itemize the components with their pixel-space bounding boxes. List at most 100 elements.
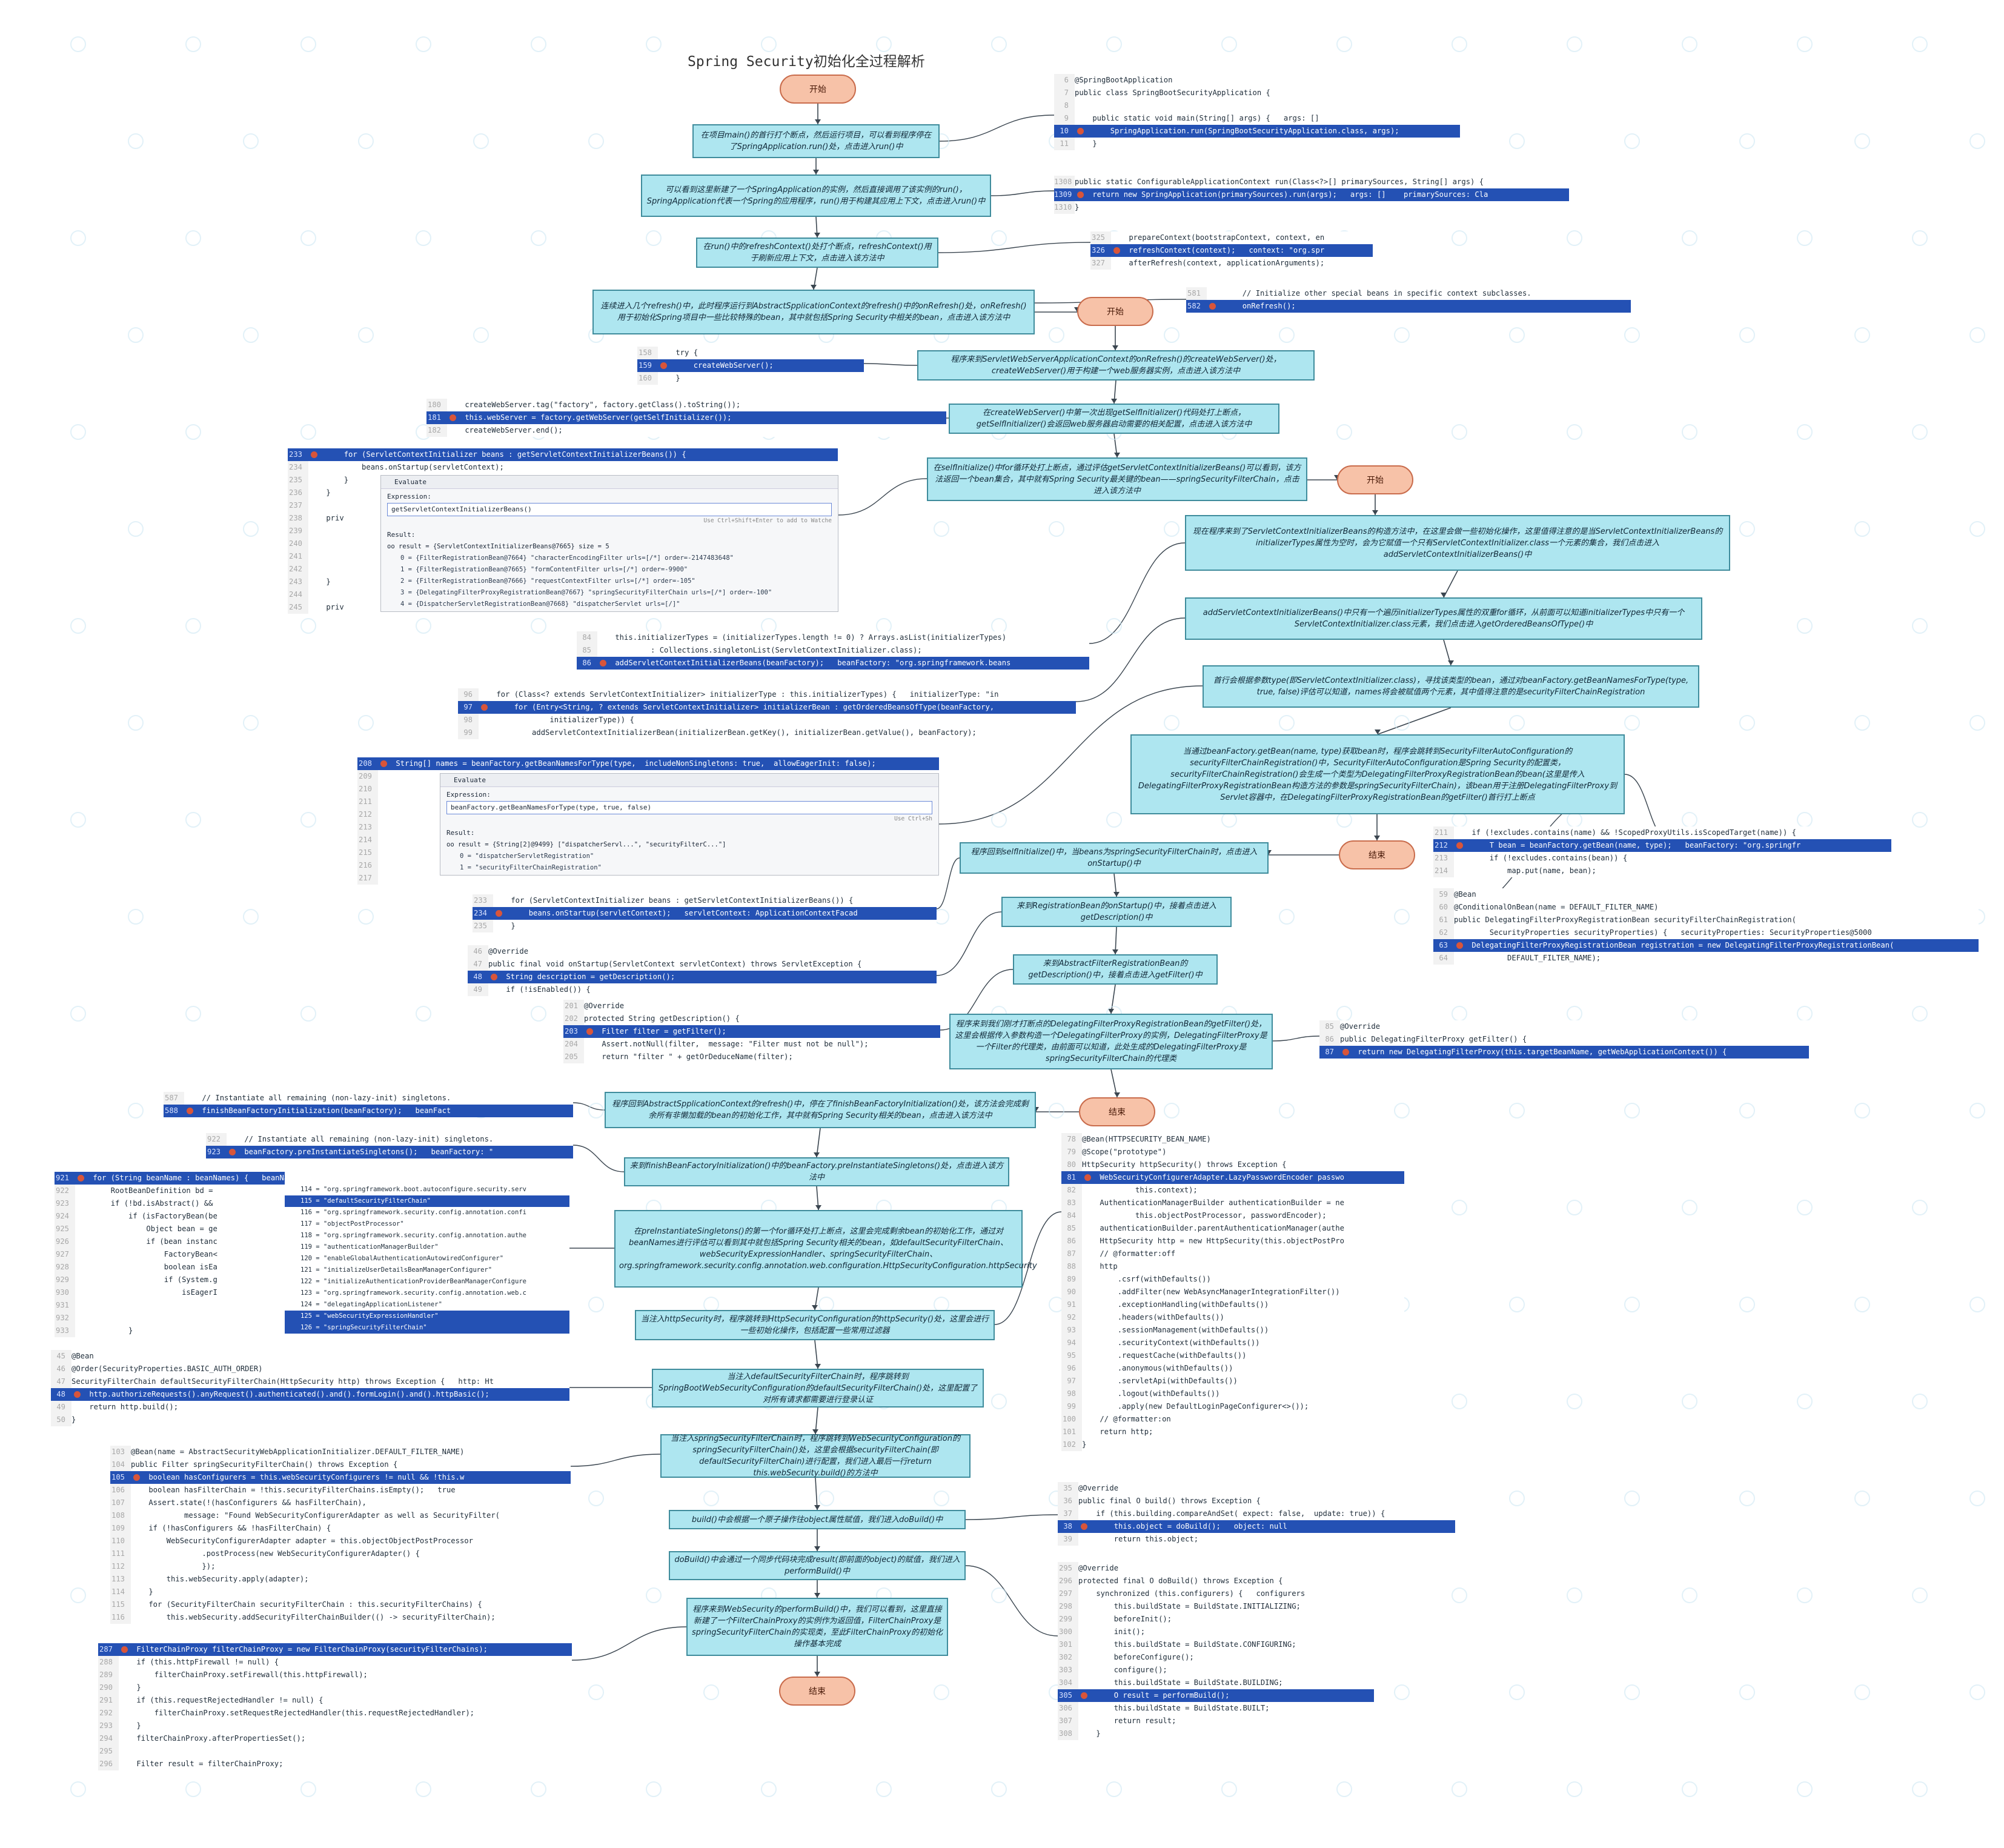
expression-label: Expression: <box>387 493 431 500</box>
expression-input[interactable]: beanFactory.getBeanNamesForType(type, tr… <box>446 801 932 814</box>
connector-line <box>815 1477 818 1511</box>
line-number: 99 <box>1061 1400 1082 1413</box>
expression-input[interactable]: getServletContextInitializerBeans() <box>387 503 832 516</box>
highlighted-code-line: 38 this.object = doBuild(); object: null <box>1058 1520 1455 1533</box>
flow-step-text: 来到AbstractFilterRegistrationBean的getDesc… <box>1028 959 1203 980</box>
code-text: beforeConfigure(); <box>1078 1653 1194 1661</box>
code-text: Filter result = filterChainProxy; <box>119 1760 284 1768</box>
code-line: 205 return "filter " + getOrDeduceName(f… <box>563 1051 940 1063</box>
line-number: 82 <box>1061 1184 1082 1197</box>
code-line: 581 // Initialize other special beans in… <box>1186 287 1631 300</box>
watermark-icon <box>1163 715 1180 731</box>
result-item[interactable]: 4 = {DispatcherServletRegistrationBean@7… <box>400 600 680 608</box>
watermark-icon <box>1739 1491 1755 1506</box>
code-line: 116 this.webSecurity.addSecurityFilterCh… <box>110 1611 571 1624</box>
line-number: 84 <box>1061 1209 1082 1222</box>
watermark-icon <box>1854 327 1870 343</box>
highlighted-code-line: 105 boolean hasConfigurers = this.webSec… <box>110 1471 571 1484</box>
line-number: 296 <box>1058 1575 1078 1587</box>
callout-connector <box>994 1211 1062 1325</box>
watermark-icon <box>1796 1394 1813 1409</box>
hint-text: Use Ctrl+Shift+Enter to add to Watche <box>703 517 832 524</box>
result-item[interactable]: 2 = {FilterRegistrationBean@7666} "reque… <box>400 577 695 585</box>
code-text: if (this.requestRejectedHandler != null)… <box>119 1696 323 1704</box>
code-line: 37 if (this.building.compareAndSet( expe… <box>1058 1507 1455 1520</box>
code-snippet-ordered-beans: 96 for (Class<? extends ServletContextIn… <box>458 688 1076 739</box>
code-text: if (this.httpFirewall != null) { <box>119 1658 279 1666</box>
watermark-icon <box>185 424 201 440</box>
watermark-icon <box>300 812 316 828</box>
code-snippet-get-web-server: 180 createWebServer.tag("factory", facto… <box>426 399 946 437</box>
watermark-icon <box>300 618 316 634</box>
watermark-icon <box>185 618 201 634</box>
result-item[interactable]: 0 = {FilterRegistrationBean@7664} "chara… <box>400 554 734 562</box>
callout-connector <box>939 115 1055 142</box>
code-text: this.buildState = BuildState.BUILDING; <box>1078 1678 1283 1687</box>
code-text: .exceptionHandling(withDefaults()) <box>1082 1300 1269 1309</box>
code-line: 303 configure(); <box>1058 1664 1374 1677</box>
code-text: map.put(name, bean); <box>1454 866 1596 875</box>
result-root[interactable]: oo result = {ServletContextInitializerBe… <box>387 543 609 550</box>
code-text: // Instantiate all remaining (non-lazy-i… <box>184 1094 451 1102</box>
breakpoint-icon <box>1081 1692 1087 1699</box>
result-item[interactable]: 1 = {FilterRegistrationBean@7665} "formC… <box>400 566 688 573</box>
code-text: String description = getDescription(); <box>488 972 675 981</box>
code-line: 8 <box>1054 99 1460 112</box>
code-text: RootBeanDefinition bd = <box>75 1186 213 1195</box>
watermark-icon <box>1624 715 1640 731</box>
code-snippet-on-startup-loop: 233 for (ServletContextInitializer beans… <box>473 894 937 932</box>
breakpoint-icon <box>1456 942 1463 949</box>
watermark-icon <box>1854 521 1870 537</box>
line-number: 48 <box>468 971 488 983</box>
watermark-icon <box>1739 521 1755 537</box>
watermark-icon <box>1624 1684 1640 1700</box>
watermark-icon <box>127 715 144 731</box>
line-number: 587 <box>164 1092 184 1105</box>
flow-step-box: 程序来到WebSecurity的performBuild()中，我们可以看到，这… <box>686 1598 948 1656</box>
breakpoint-icon <box>1342 1049 1349 1055</box>
watermark-icon <box>1393 327 1410 343</box>
arrow-head <box>813 170 819 174</box>
expression-label: Expression: <box>446 791 491 799</box>
code-line: 1310} <box>1054 201 1569 214</box>
line-number: 85 <box>577 644 597 657</box>
breakpoint-icon <box>496 910 502 917</box>
code-text: @Order(SecurityProperties.BASIC_AUTH_ORD… <box>71 1364 263 1373</box>
line-number: 86 <box>577 657 597 670</box>
watermark-icon <box>1566 1781 1582 1797</box>
code-line: 86 HttpSecurity http = new HttpSecurity(… <box>1061 1235 1404 1248</box>
code-line: 298 this.buildState = BuildState.INITIAL… <box>1058 1600 1374 1613</box>
line-number: 208 <box>357 757 378 770</box>
result-item[interactable]: 0 = "dispatcherServletRegistration" <box>460 853 594 860</box>
code-text: } <box>1078 1729 1101 1738</box>
code-text: } <box>1075 139 1097 148</box>
code-text: HttpSecurity http = new HttpSecurity(thi… <box>1082 1237 1344 1245</box>
code-text: } <box>308 476 349 484</box>
watermark-icon <box>185 230 201 246</box>
code-line: 295 <box>98 1745 572 1758</box>
start-terminal: 开始 <box>780 75 856 104</box>
result-item[interactable]: 1 = "securityFilterChainRegistration" <box>460 864 602 871</box>
code-line: 96 .anonymous(withDefaults()) <box>1061 1362 1404 1375</box>
breakpoint-icon <box>133 1474 140 1481</box>
code-line: 98 .logout(withDefaults()) <box>1061 1388 1404 1400</box>
breakpoint-icon <box>229 1149 236 1155</box>
code-line: 209 <box>357 770 939 783</box>
code-text: if (!hasConfigurers && !hasFilterChain) … <box>131 1524 331 1532</box>
flow-step-text: 当注入httpSecurity时，程序跳转到HttpSecurityConfig… <box>640 1315 989 1335</box>
code-text: @SpringBootApplication <box>1075 76 1173 84</box>
watermark-icon <box>1854 133 1870 149</box>
line-number: 10 <box>1054 125 1075 138</box>
bean-name-item: 117 = "objectPostProcessor" <box>300 1220 404 1228</box>
arrow-head <box>811 285 817 290</box>
breakpoint-icon <box>586 1028 593 1035</box>
result-root[interactable]: oo result = {String[2]@9499} ["dispatche… <box>446 841 726 848</box>
watermark-icon <box>1221 1781 1237 1797</box>
line-number: 298 <box>1058 1600 1078 1613</box>
watermark-icon <box>1048 1103 1064 1118</box>
result-item[interactable]: 3 = {DelegatingFilterProxyRegistrationBe… <box>400 589 772 596</box>
code-text: } <box>658 374 680 382</box>
line-number: 39 <box>1058 1533 1078 1546</box>
line-number: 11 <box>1054 138 1075 150</box>
